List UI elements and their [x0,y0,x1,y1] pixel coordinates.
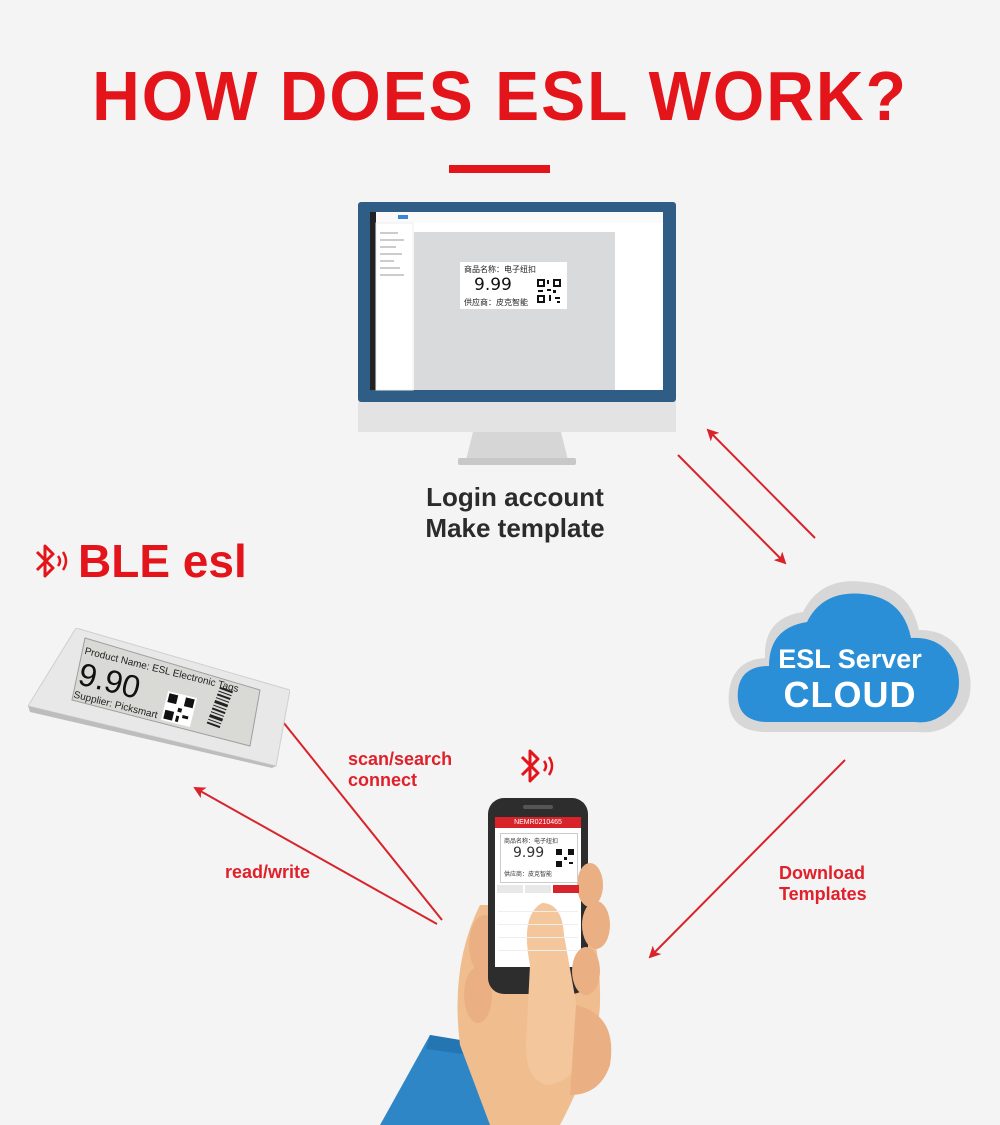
title-underline [449,165,550,173]
phone-screen: NEMR0210465 商品名称：电子纽扣 9.99 供应商：皮克智能 [495,817,581,967]
phone-action-3[interactable] [553,885,579,893]
esl-qr-code-icon [160,690,198,728]
read-write-label: read/write [225,862,311,882]
arrow-cloud-to-phone [648,759,846,959]
screen-price-label: 商品名称：电子纽扣 9.99 供应商：皮克智能 [460,262,567,309]
phone-supplier: 供应商：皮克智能 [504,871,553,878]
download-templates-label: Download Templates [779,863,867,905]
arrow-cloud-to-monitor [706,428,816,539]
cloud-line1: ESL Server [778,644,922,674]
scan-connect-label: scan/search connect [348,749,452,791]
screen-price: 9.99 [474,275,512,295]
cloud-icon [728,581,971,733]
esl-tag-body [27,627,291,768]
caption-template: Make template [425,513,605,543]
phone-header: NEMR0210465 [495,817,581,828]
download-label: Download [779,863,865,883]
list-item[interactable] [498,912,578,925]
ble-title: BLE esl [78,535,247,587]
phone-price: 9.99 [513,845,545,861]
connect-label: connect [348,770,418,790]
arrow-phone-to-tag-connect [265,700,443,921]
arrow-phone-to-tag-readwrite [193,787,438,925]
phone-price-label: 商品名称：电子纽扣 9.99 供应商：皮克智能 [500,833,578,883]
phone-field-list [498,899,578,951]
phone-action-2[interactable] [525,885,551,893]
page-title: HOW DOES ESL WORK? [92,57,908,135]
screen-supplier: 供应商：皮克智能 [464,298,528,307]
esl-tag-device: Product Name: ESL Electronic Tags 9.90 S… [27,627,291,768]
monitor: 商品名称：电子纽扣 9.99 供应商：皮克智能 [358,202,676,467]
esl-barcode-icon [206,686,234,729]
list-item[interactable] [498,938,578,951]
phone-action-bar[interactable] [497,885,579,893]
cloud-line2: CLOUD [783,674,917,715]
caption-login: Login account [426,482,604,512]
monitor-caption: Login account Make template [380,482,650,544]
list-item[interactable] [498,925,578,938]
list-item[interactable] [498,899,578,912]
templates-label: Templates [779,884,867,904]
phone-product-name: 商品名称：电子纽扣 [504,838,559,845]
phone-bluetooth-icon [520,749,554,783]
monitor-body [358,202,676,465]
qr-code-icon [536,278,562,304]
scan-label: scan/search [348,749,453,769]
arrow-monitor-to-cloud [677,454,787,565]
phone-action-1[interactable] [497,885,523,893]
screen-product-name: 商品名称：电子纽扣 [464,265,536,274]
esl-server-cloud: ESL Server CLOUD [723,572,977,737]
bluetooth-icon [35,544,68,578]
phone-qr-code-icon [556,849,574,867]
